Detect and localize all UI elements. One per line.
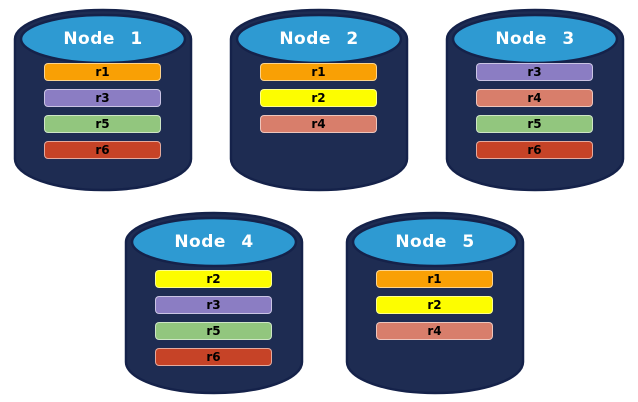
- replica-bar-r4: r4: [476, 89, 593, 107]
- replica-bar-r5: r5: [155, 322, 272, 340]
- replica-bar-r3: r3: [155, 296, 272, 314]
- replica-bar-list: r2 r3 r5 r6: [155, 270, 272, 366]
- cylinder-top: [130, 216, 298, 268]
- replica-bar-r6: r6: [476, 141, 593, 159]
- cylinder-top: [351, 216, 519, 268]
- replica-bar-r5: r5: [44, 115, 161, 133]
- node-title: Node 2: [279, 29, 359, 49]
- node-title: Node 1: [63, 29, 143, 49]
- replica-bar-r6: r6: [44, 141, 161, 159]
- replica-bar-r4: r4: [376, 322, 493, 340]
- replica-bar-r1: r1: [44, 63, 161, 81]
- replica-bar-r4: r4: [260, 115, 377, 133]
- node-cylinder-5: Node 5 r1 r2 r4: [345, 211, 525, 395]
- replica-bar-r6: r6: [155, 348, 272, 366]
- node-title: Node 5: [395, 232, 475, 252]
- replica-bar-r1: r1: [376, 270, 493, 288]
- node-cylinder-2: Node 2 r1 r2 r4: [229, 8, 409, 192]
- replica-bar-r2: r2: [376, 296, 493, 314]
- node-cylinder-4: Node 4 r2 r3 r5 r6: [124, 211, 304, 395]
- node-cylinder-1: Node 1 r1 r3 r5 r6: [13, 8, 193, 192]
- replica-bar-list: r1 r2 r4: [260, 63, 377, 133]
- replica-bar-r3: r3: [44, 89, 161, 107]
- node-title: Node 4: [174, 232, 254, 252]
- replica-bar-list: r3 r4 r5 r6: [476, 63, 593, 159]
- node-title: Node 3: [495, 29, 575, 49]
- replica-bar-r3: r3: [476, 63, 593, 81]
- replica-bar-r2: r2: [155, 270, 272, 288]
- replica-bar-r5: r5: [476, 115, 593, 133]
- replica-bar-list: r1 r2 r4: [376, 270, 493, 340]
- replica-bar-r1: r1: [260, 63, 377, 81]
- replica-bar-r2: r2: [260, 89, 377, 107]
- replica-bar-list: r1 r3 r5 r6: [44, 63, 161, 159]
- node-cylinder-3: Node 3 r3 r4 r5 r6: [445, 8, 625, 192]
